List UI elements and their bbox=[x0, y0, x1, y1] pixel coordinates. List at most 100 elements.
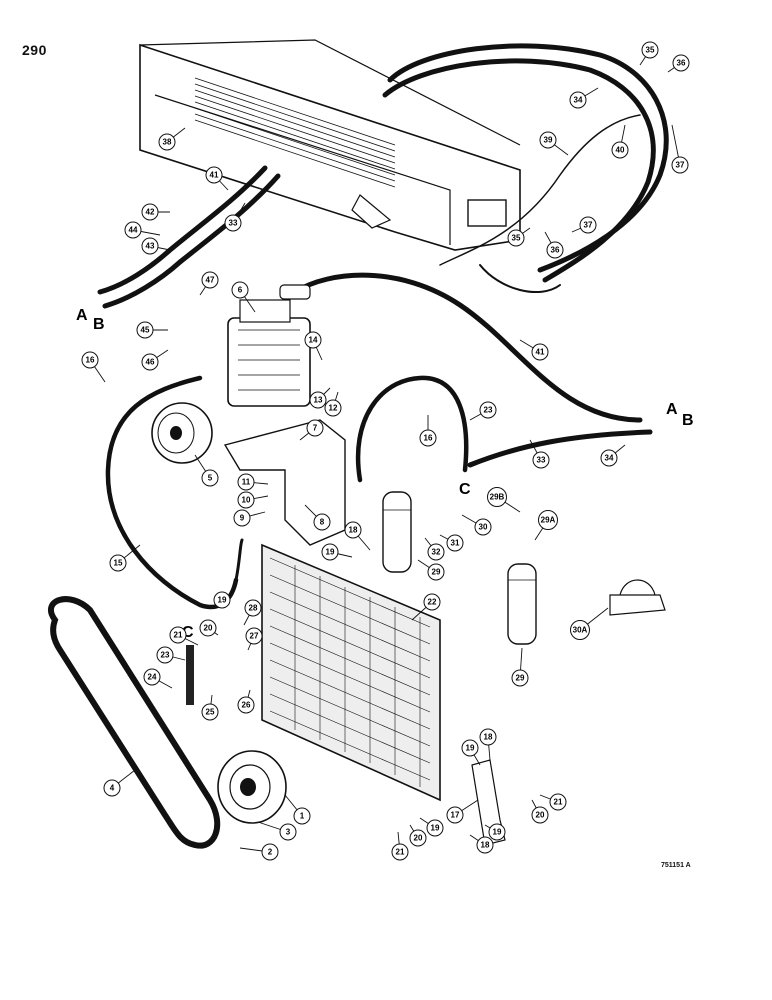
callout-35: 35 bbox=[507, 229, 525, 247]
callout-number: 2 bbox=[268, 848, 273, 857]
callout-14: 14 bbox=[304, 331, 322, 349]
callout-30a: 30A bbox=[570, 620, 590, 640]
callout-number: 29A bbox=[541, 516, 556, 525]
callout-19: 19 bbox=[426, 819, 444, 837]
callout-12: 12 bbox=[324, 399, 342, 417]
callout-number: 35 bbox=[512, 234, 521, 243]
callout-number: 36 bbox=[551, 246, 560, 255]
drive-belt bbox=[48, 596, 221, 849]
compressor-clutch bbox=[151, 402, 213, 464]
callout-number: 35 bbox=[646, 46, 655, 55]
callout-16: 16 bbox=[419, 429, 437, 447]
figure-code: 751151 A bbox=[661, 862, 691, 869]
callout-47: 47 bbox=[201, 271, 219, 289]
callout-number: 19 bbox=[466, 744, 475, 753]
callout-1: 1 bbox=[293, 807, 311, 825]
callout-number: 45 bbox=[141, 326, 150, 335]
callout-number: 47 bbox=[206, 276, 215, 285]
callout-number: 8 bbox=[320, 518, 325, 527]
callout-41: 41 bbox=[205, 166, 223, 184]
callout-number: 14 bbox=[309, 336, 318, 345]
callout-number: 41 bbox=[536, 348, 545, 357]
callout-45: 45 bbox=[136, 321, 154, 339]
callout-43: 43 bbox=[141, 237, 159, 255]
callout-number: 34 bbox=[574, 96, 583, 105]
callout-number: 10 bbox=[242, 496, 251, 505]
callout-number: 1 bbox=[300, 812, 305, 821]
callout-35: 35 bbox=[641, 41, 659, 59]
callout-42: 42 bbox=[141, 203, 159, 221]
callout-number: 18 bbox=[349, 526, 358, 535]
callout-29: 29 bbox=[511, 669, 529, 687]
callout-9: 9 bbox=[233, 509, 251, 527]
callout-number: 34 bbox=[605, 454, 614, 463]
callout-number: 5 bbox=[208, 474, 213, 483]
callout-8: 8 bbox=[313, 513, 331, 531]
callout-number: 18 bbox=[484, 733, 493, 742]
callout-number: 31 bbox=[451, 539, 460, 548]
callout-34: 34 bbox=[569, 91, 587, 109]
evaporator-housing bbox=[139, 39, 521, 251]
callout-19: 19 bbox=[321, 543, 339, 561]
callout-26: 26 bbox=[237, 696, 255, 714]
callout-29b: 29B bbox=[487, 487, 507, 507]
callout-number: 12 bbox=[329, 404, 338, 413]
callout-23: 23 bbox=[156, 646, 174, 664]
callout-number: 17 bbox=[451, 811, 460, 820]
callout-39: 39 bbox=[539, 131, 557, 149]
callout-number: 39 bbox=[544, 136, 553, 145]
callout-20: 20 bbox=[409, 829, 427, 847]
callout-38: 38 bbox=[158, 133, 176, 151]
callout-29a: 29A bbox=[538, 510, 558, 530]
callout-number: 37 bbox=[584, 221, 593, 230]
callout-number: 33 bbox=[229, 219, 238, 228]
callout-number: 24 bbox=[148, 673, 157, 682]
callout-number: 20 bbox=[414, 834, 423, 843]
callout-18: 18 bbox=[476, 836, 494, 854]
callout-number: 29 bbox=[432, 568, 441, 577]
callout-21: 21 bbox=[549, 793, 567, 811]
callout-30: 30 bbox=[474, 518, 492, 536]
callout-18: 18 bbox=[344, 521, 362, 539]
callout-number: 27 bbox=[250, 632, 259, 641]
receiver-drier-2 bbox=[507, 563, 537, 645]
callout-21: 21 bbox=[391, 843, 409, 861]
callout-20: 20 bbox=[199, 619, 217, 637]
callout-number: 41 bbox=[210, 171, 219, 180]
callout-46: 46 bbox=[141, 353, 159, 371]
callout-number: 46 bbox=[146, 358, 155, 367]
callout-number: 11 bbox=[242, 478, 251, 487]
callout-number: 30 bbox=[479, 523, 488, 532]
page-number: 290 bbox=[22, 42, 47, 58]
connection-letter-b-right: B bbox=[682, 412, 694, 429]
callout-4: 4 bbox=[103, 779, 121, 797]
callout-number: 6 bbox=[238, 286, 243, 295]
callout-19: 19 bbox=[461, 739, 479, 757]
callout-23: 23 bbox=[479, 401, 497, 419]
callout-number: 23 bbox=[161, 651, 170, 660]
callout-27: 27 bbox=[245, 627, 263, 645]
callout-10: 10 bbox=[237, 491, 255, 509]
callout-16: 16 bbox=[81, 351, 99, 369]
callout-number: 9 bbox=[240, 514, 245, 523]
callout-3: 3 bbox=[279, 823, 297, 841]
callout-number: 15 bbox=[114, 559, 123, 568]
callout-number: 40 bbox=[616, 146, 625, 155]
callout-2: 2 bbox=[261, 843, 279, 861]
callout-29: 29 bbox=[427, 563, 445, 581]
receiver-drier-1 bbox=[382, 491, 412, 573]
pulley bbox=[217, 750, 287, 824]
callout-number: 13 bbox=[314, 396, 323, 405]
callout-11: 11 bbox=[237, 473, 255, 491]
callout-5: 5 bbox=[201, 469, 219, 487]
callout-number: 38 bbox=[163, 138, 172, 147]
callout-number: 23 bbox=[484, 406, 493, 415]
callout-21: 21 bbox=[169, 626, 187, 644]
callout-number: 29 bbox=[516, 674, 525, 683]
callout-number: 18 bbox=[481, 841, 490, 850]
callout-number: 16 bbox=[86, 356, 95, 365]
callout-25: 25 bbox=[201, 703, 219, 721]
compressor bbox=[227, 284, 311, 407]
